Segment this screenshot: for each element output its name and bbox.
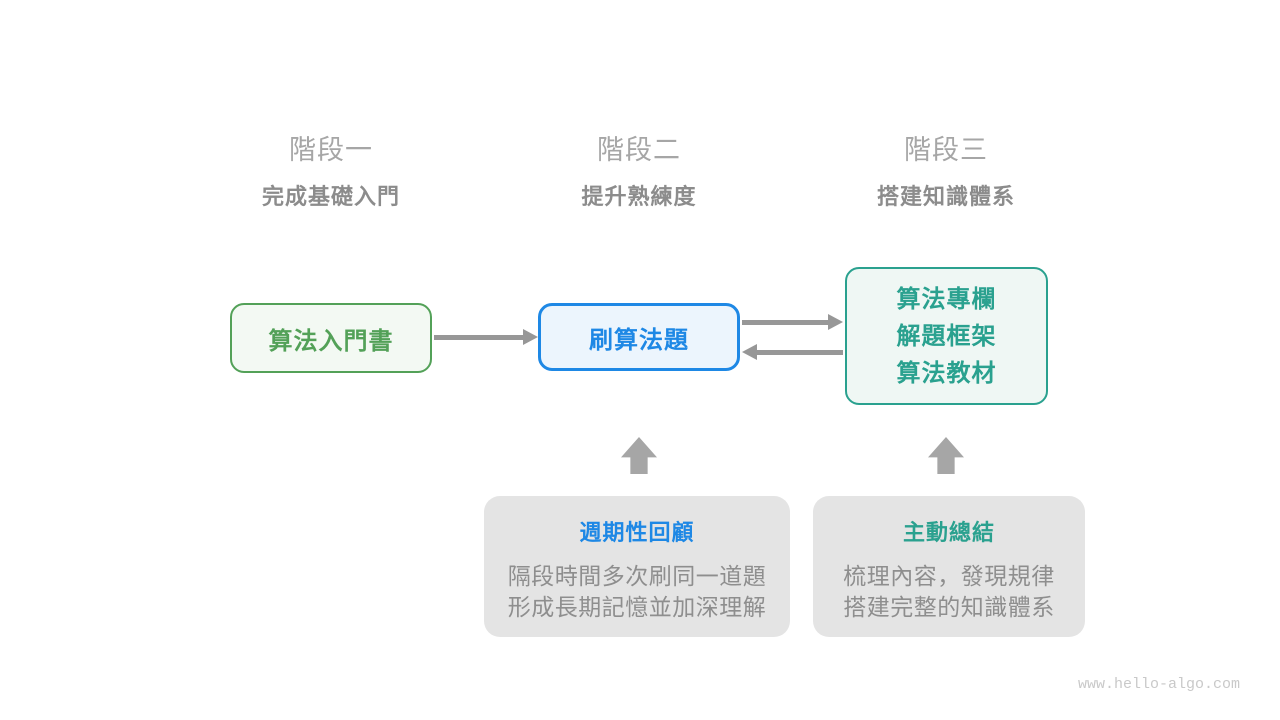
stage2-label: 階段二 bbox=[597, 135, 681, 165]
site-watermark: www.hello-algo.com bbox=[1078, 676, 1241, 693]
arrow-up-icon bbox=[621, 437, 657, 474]
arrow-head bbox=[828, 314, 843, 330]
node-knowledge-resources: 算法專欄 解題框架 算法教材 bbox=[845, 267, 1048, 405]
stage2-subtitle: 提升熟練度 bbox=[581, 184, 697, 209]
arrow-shaft bbox=[757, 349, 843, 355]
stage3-subtitle: 搭建知識體系 bbox=[876, 184, 1015, 209]
node-knowledge-line-1: 算法專欄 bbox=[896, 285, 997, 313]
arrow-right-icon bbox=[434, 329, 538, 345]
stage1-subtitle: 完成基礎入門 bbox=[261, 184, 400, 209]
node-practice-problems: 刷算法題 bbox=[538, 303, 740, 371]
node-knowledge-line-2: 解題框架 bbox=[896, 322, 997, 350]
note-body-line-1: 梳理內容，發現規律 bbox=[843, 563, 1055, 589]
note-body-line-2: 形成長期記憶並加深理解 bbox=[507, 594, 767, 620]
node-knowledge-line-3: 算法教材 bbox=[896, 359, 997, 387]
note-periodic-review-title: 週期性回顧 bbox=[579, 520, 695, 545]
stage3-label: 階段三 bbox=[904, 135, 988, 165]
note-body-line-2: 搭建完整的知識體系 bbox=[843, 594, 1055, 620]
node-beginner-book-label: 算法入門書 bbox=[268, 327, 394, 355]
arrow-shaft bbox=[742, 319, 828, 325]
arrow-up-icon bbox=[928, 437, 964, 474]
note-active-summary-title: 主動總結 bbox=[902, 520, 995, 545]
arrow-head bbox=[523, 329, 538, 345]
stage1-label: 階段一 bbox=[289, 135, 373, 165]
note-active-summary: 主動總結 梳理內容，發現規律 搭建完整的知識體系 bbox=[813, 496, 1085, 637]
note-body-line-1: 隔段時間多次刷同一道題 bbox=[507, 563, 767, 589]
arrow-right-icon bbox=[742, 314, 843, 330]
note-active-summary-body: 梳理內容，發現規律 搭建完整的知識體系 bbox=[813, 561, 1085, 623]
arrow-shaft bbox=[434, 334, 523, 340]
node-beginner-book: 算法入門書 bbox=[230, 303, 432, 373]
arrow-head bbox=[742, 344, 757, 360]
note-periodic-review-body: 隔段時間多次刷同一道題 形成長期記憶並加深理解 bbox=[484, 561, 790, 623]
arrow-left-icon bbox=[742, 344, 843, 360]
node-practice-problems-label: 刷算法題 bbox=[589, 326, 689, 354]
note-periodic-review: 週期性回顧 隔段時間多次刷同一道題 形成長期記憶並加深理解 bbox=[484, 496, 790, 637]
